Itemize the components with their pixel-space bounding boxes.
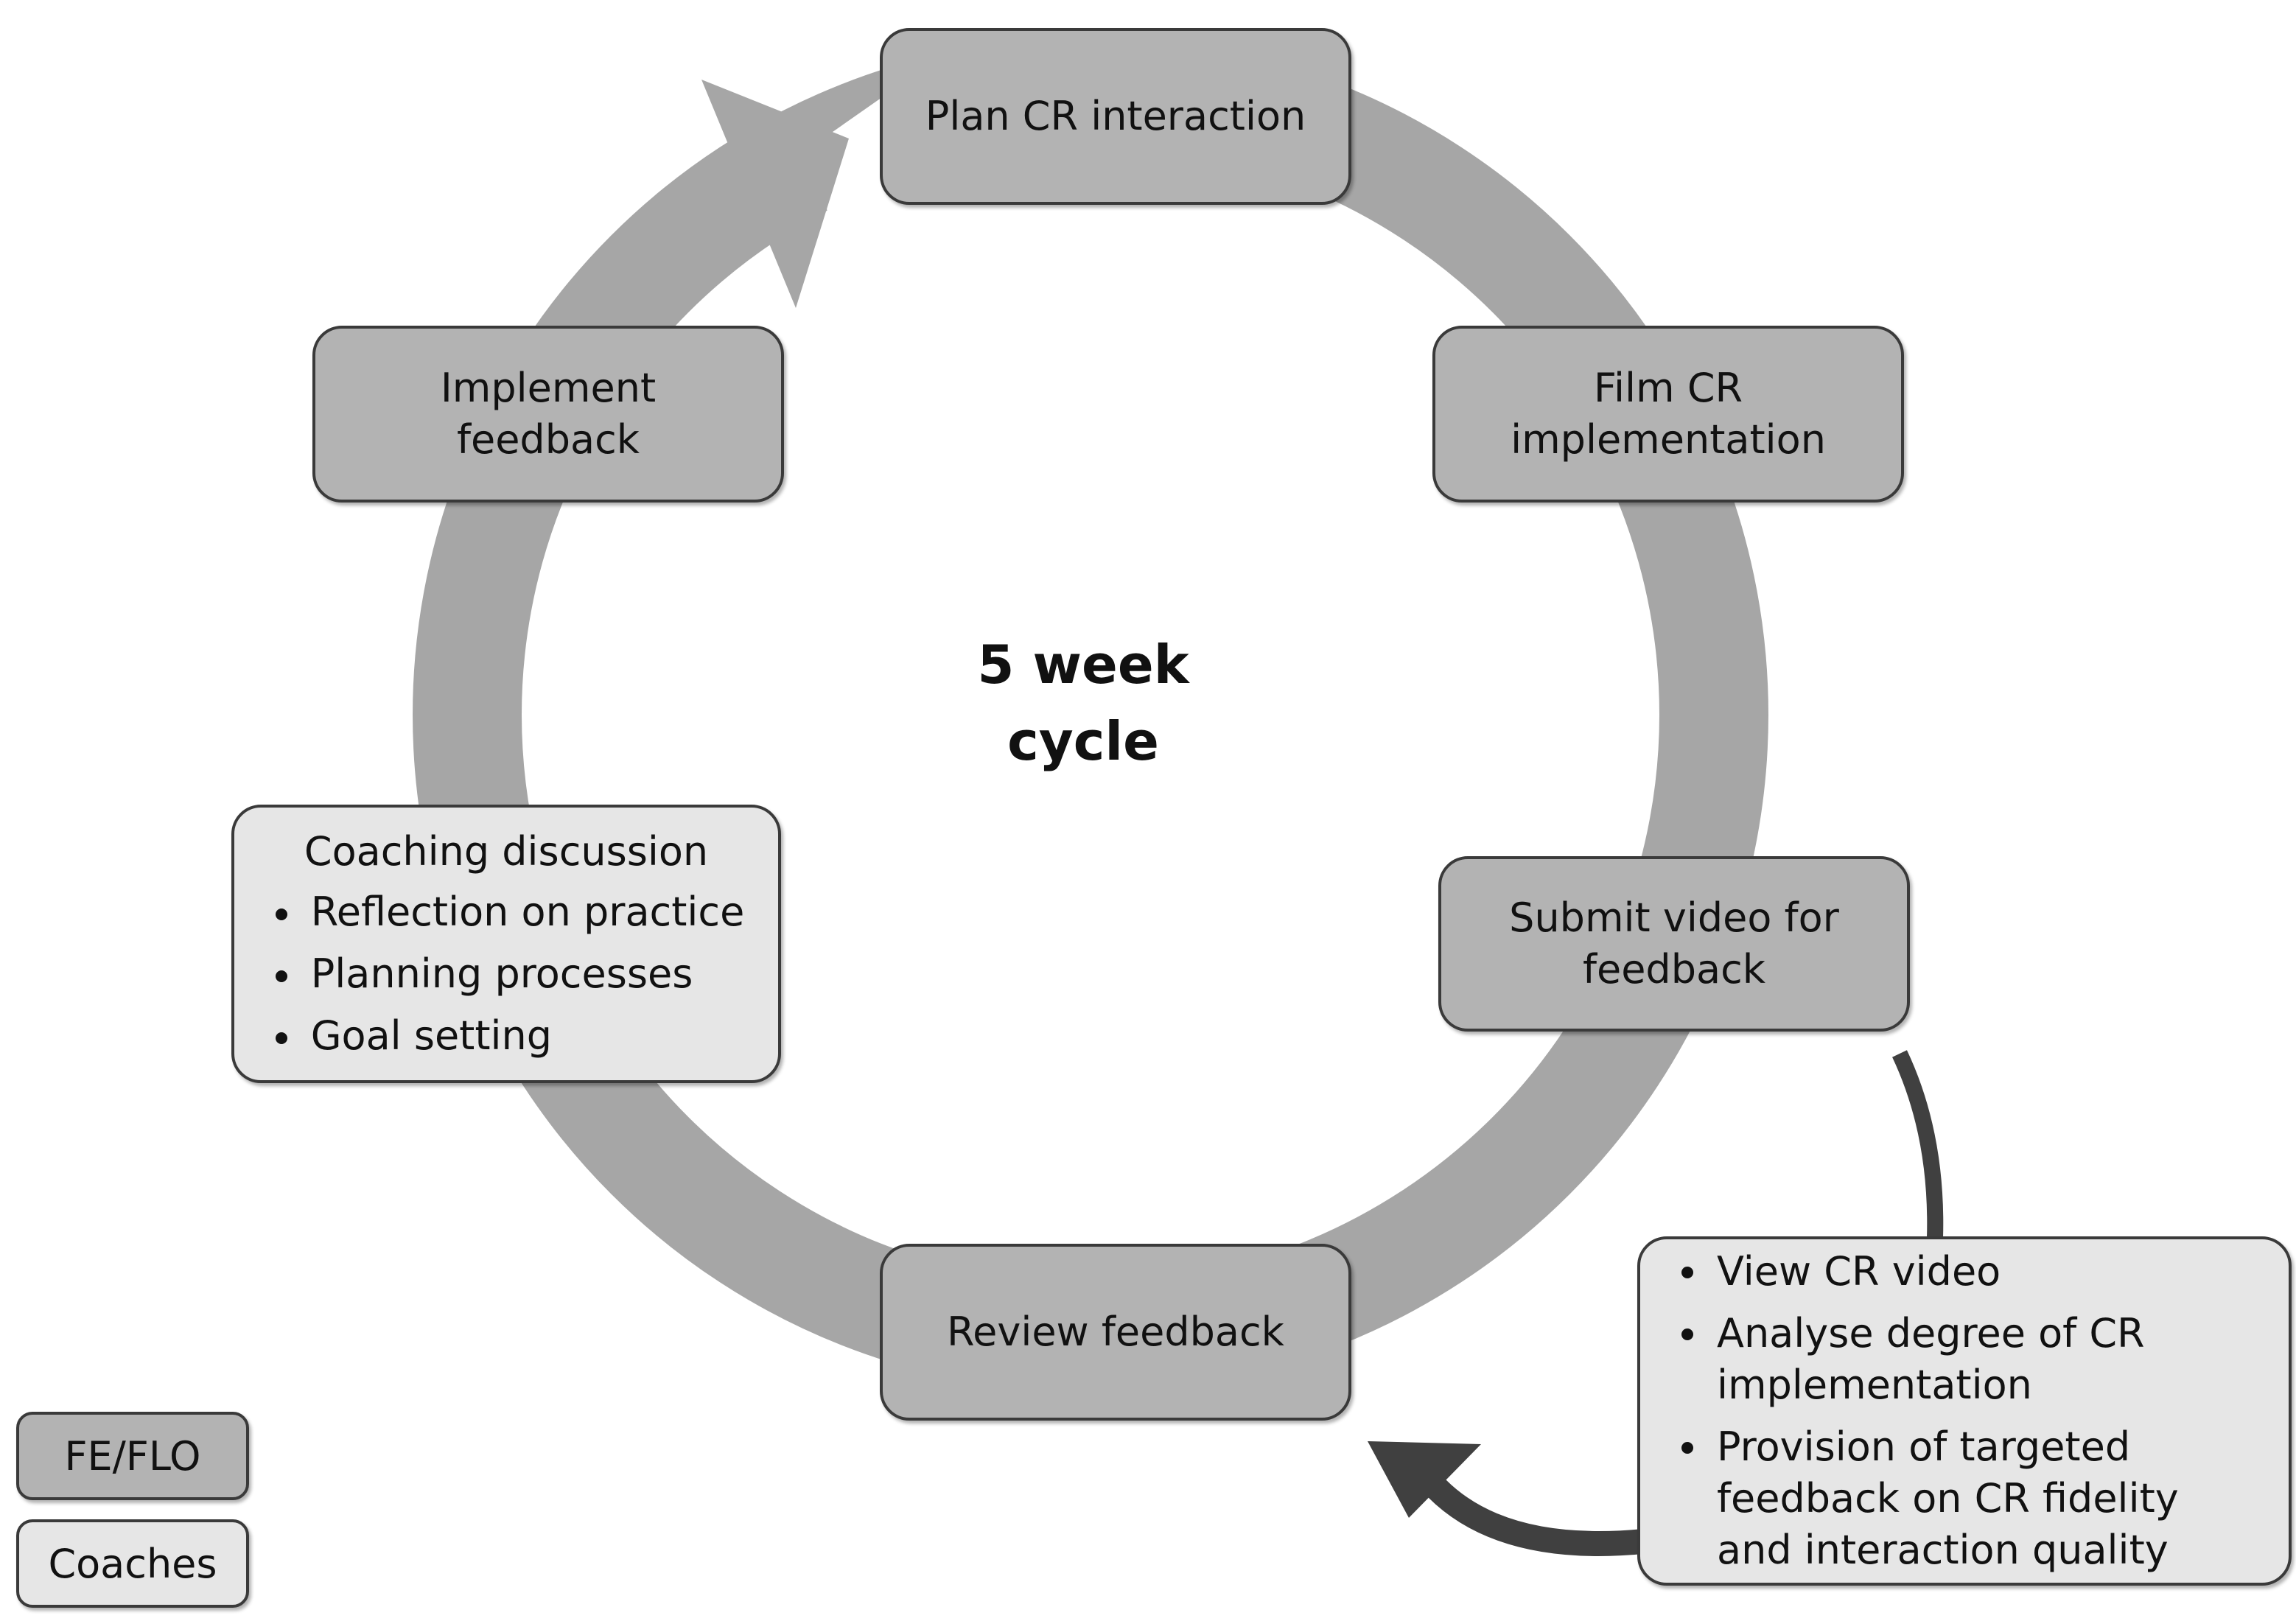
center-label-line2: cycle: [1007, 710, 1159, 772]
coaching-item: Planning processes: [268, 948, 745, 1000]
step-film-line1: Film CR: [1593, 365, 1743, 411]
step-implement-feedback: Implement feedback: [312, 326, 784, 503]
legend-coaches-label: Coaches: [48, 1540, 217, 1587]
step-coaching-discussion: Coaching discussion Reflection on practi…: [231, 805, 781, 1083]
step-implement-line2: feedback: [456, 416, 640, 463]
step-plan-cr-interaction: Plan CR interaction: [880, 28, 1351, 205]
coach-review-line: and interaction quality: [1717, 1527, 2169, 1573]
coach-review-list: View CR video Analyse degree of CR imple…: [1674, 1246, 2179, 1576]
step-submit-line2: feedback: [1582, 946, 1766, 992]
review-return-connector: [1427, 1479, 1645, 1556]
center-label: 5 week cycle: [936, 626, 1231, 780]
coach-review-line: View CR video: [1717, 1248, 2001, 1295]
step-submit-video: Submit video for feedback: [1438, 856, 1910, 1032]
step-implement-line1: Implement: [440, 365, 657, 411]
center-label-line1: 5 week: [977, 634, 1189, 696]
coach-review-item: Provision of targeted feedback on CR fid…: [1674, 1421, 2179, 1576]
legend-fe-flo-label: FE/FLO: [64, 1432, 201, 1480]
coaching-item: Goal setting: [268, 1010, 745, 1062]
step-review-feedback: Review feedback: [880, 1244, 1351, 1421]
step-film-cr-implementation: Film CR implementation: [1432, 326, 1904, 503]
legend-coaches: Coaches: [16, 1519, 249, 1608]
coach-review-line: Provision of targeted: [1717, 1424, 2131, 1470]
coach-review-line: Analyse degree of CR: [1717, 1310, 2145, 1356]
coach-review-item: Analyse degree of CR implementation: [1674, 1308, 2179, 1411]
coach-review-box: View CR video Analyse degree of CR imple…: [1637, 1236, 2292, 1586]
step-review-label: Review feedback: [947, 1309, 1284, 1355]
coach-review-line: implementation: [1717, 1362, 2032, 1408]
coach-review-item: View CR video: [1674, 1246, 2179, 1298]
coach-review-line: feedback on CR fidelity: [1717, 1475, 2179, 1522]
cycle-arrow-head: [701, 80, 849, 308]
legend-fe-flo: FE/FLO: [16, 1412, 249, 1500]
step-plan-label: Plan CR interaction: [925, 93, 1306, 139]
coaching-list: Reflection on practice Planning processe…: [268, 886, 745, 1062]
coaching-heading: Coaching discussion: [304, 828, 709, 875]
coaching-item: Reflection on practice: [268, 886, 744, 938]
step-submit-line1: Submit video for: [1509, 894, 1839, 941]
submit-to-review-connector: [1892, 1050, 1944, 1239]
review-return-arrow-head: [1368, 1441, 1481, 1518]
step-film-line2: implementation: [1511, 416, 1826, 463]
